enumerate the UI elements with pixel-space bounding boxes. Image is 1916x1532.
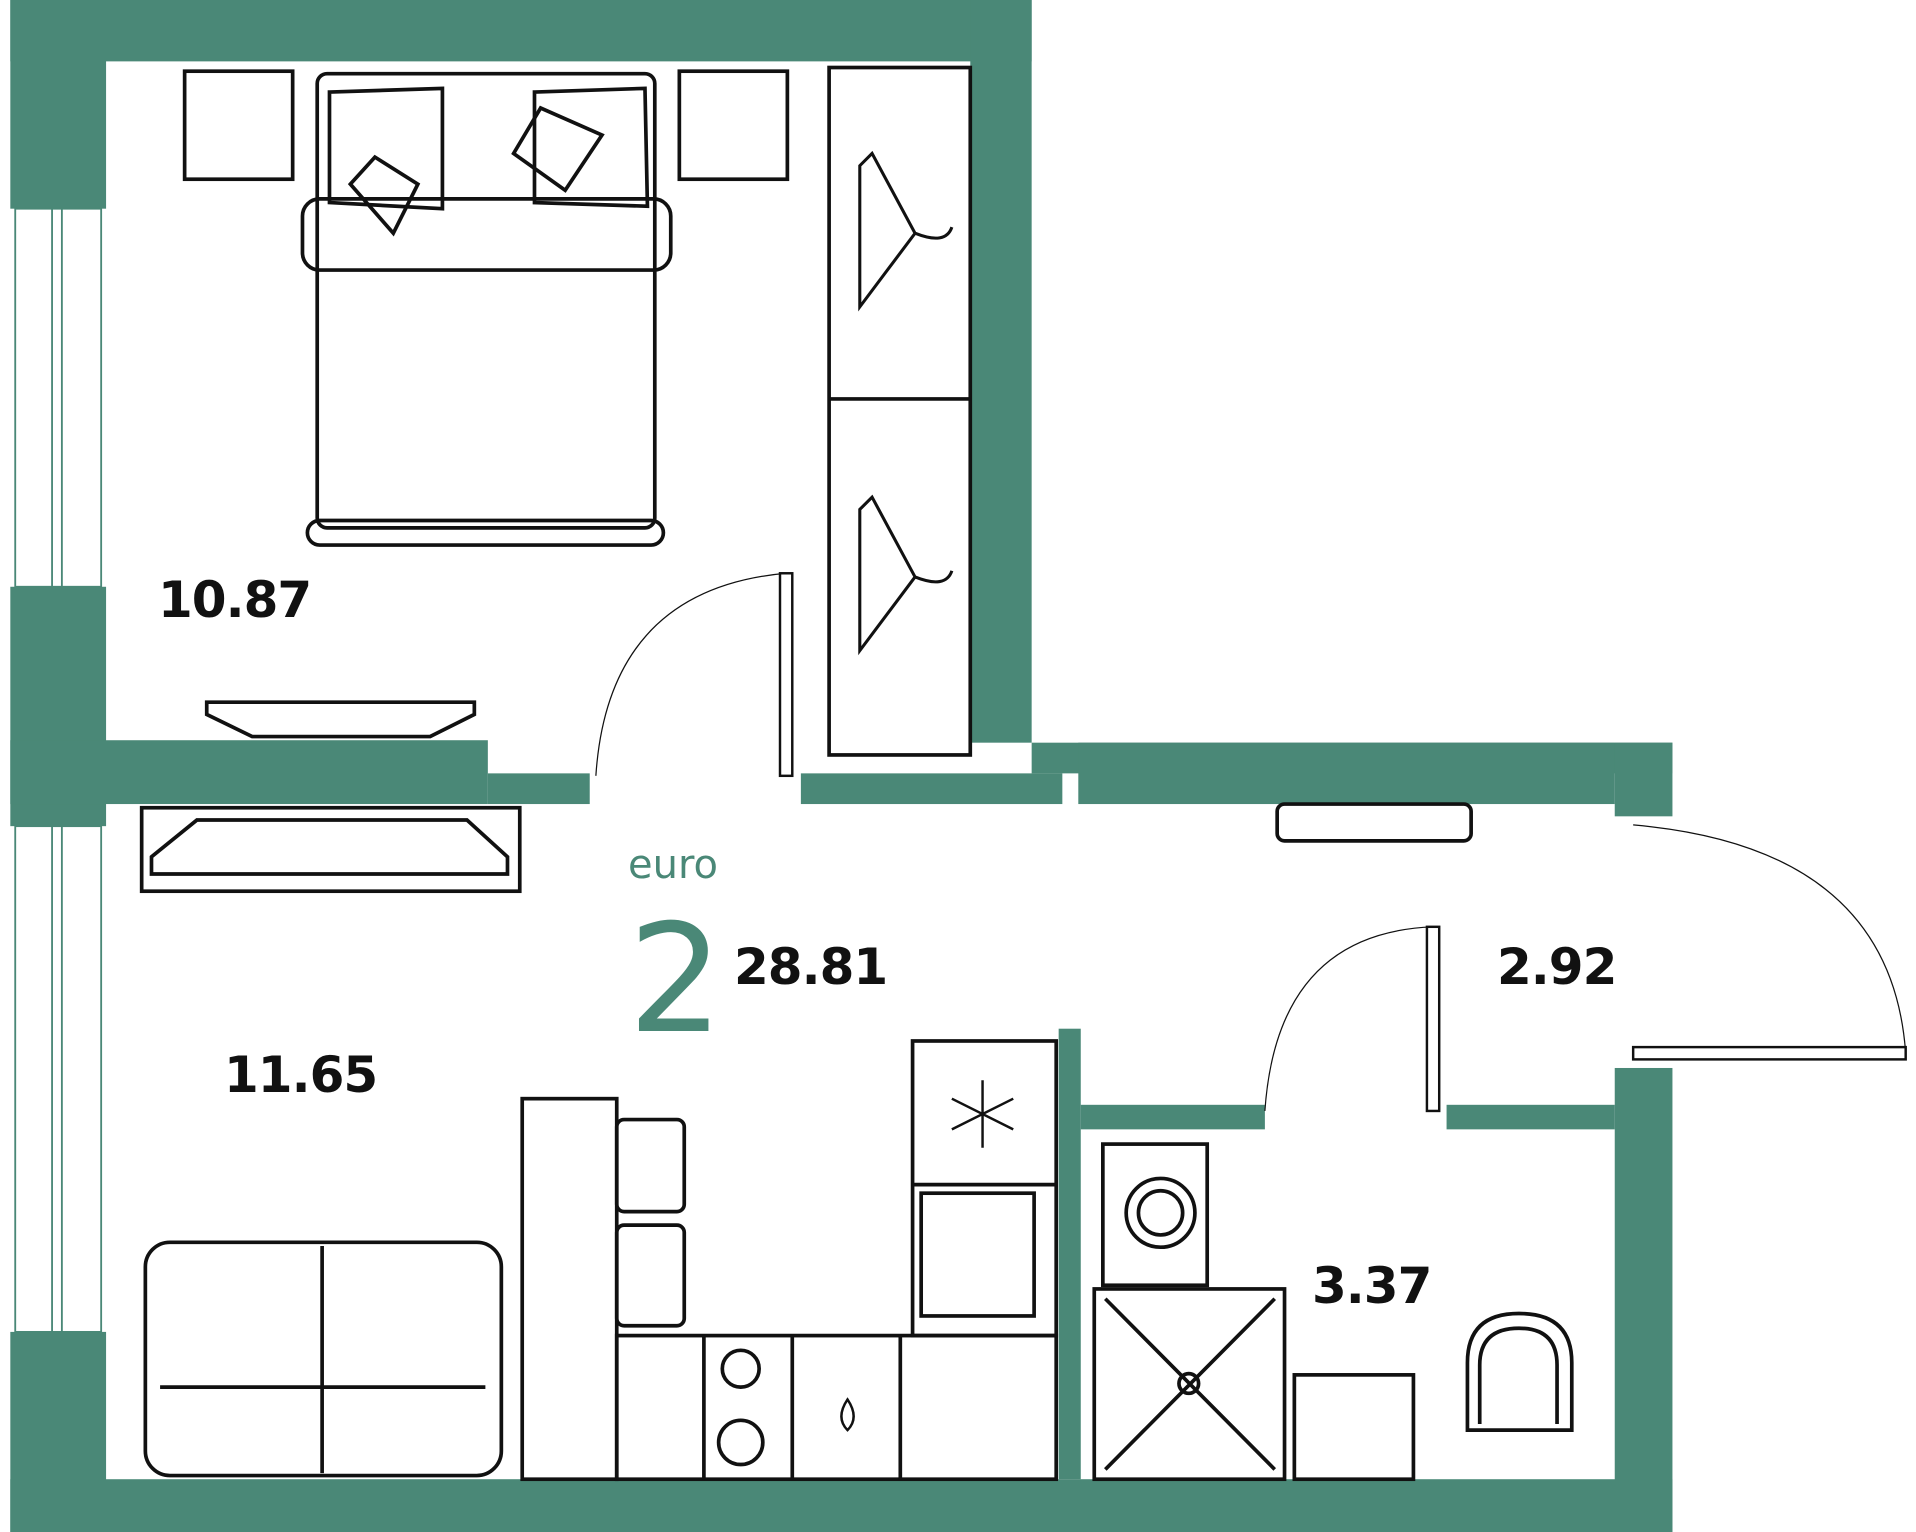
plan-type-label: euro xyxy=(628,842,718,888)
tv-stand xyxy=(139,805,522,894)
nightstand-right xyxy=(677,69,790,182)
shower xyxy=(1092,1287,1287,1482)
room-area-bathroom: 3.37 xyxy=(1312,1257,1432,1315)
fridge xyxy=(910,1039,1059,1338)
rooms-count: 2 xyxy=(628,893,724,1067)
walls xyxy=(10,0,1673,1532)
nightstand-left xyxy=(182,69,295,182)
bed xyxy=(315,71,657,530)
total-area: 28.81 xyxy=(734,938,888,996)
sofa xyxy=(143,1240,504,1478)
cabinet xyxy=(1292,1373,1416,1482)
wardrobe xyxy=(827,65,973,757)
furniture xyxy=(139,65,1574,1482)
room-area-bedroom: 10.87 xyxy=(158,571,312,629)
toilet xyxy=(1465,1311,1574,1432)
washing-machine xyxy=(1101,1142,1210,1288)
kitchen-counter xyxy=(614,1333,1059,1482)
radiator xyxy=(1275,802,1473,843)
room-area-hallway: 2.92 xyxy=(1497,938,1617,996)
tv-bedroom xyxy=(204,700,477,739)
shelf xyxy=(520,1096,619,1482)
windows xyxy=(14,207,103,1333)
room-area-living: 11.65 xyxy=(224,1046,378,1104)
doors xyxy=(595,572,1907,1113)
